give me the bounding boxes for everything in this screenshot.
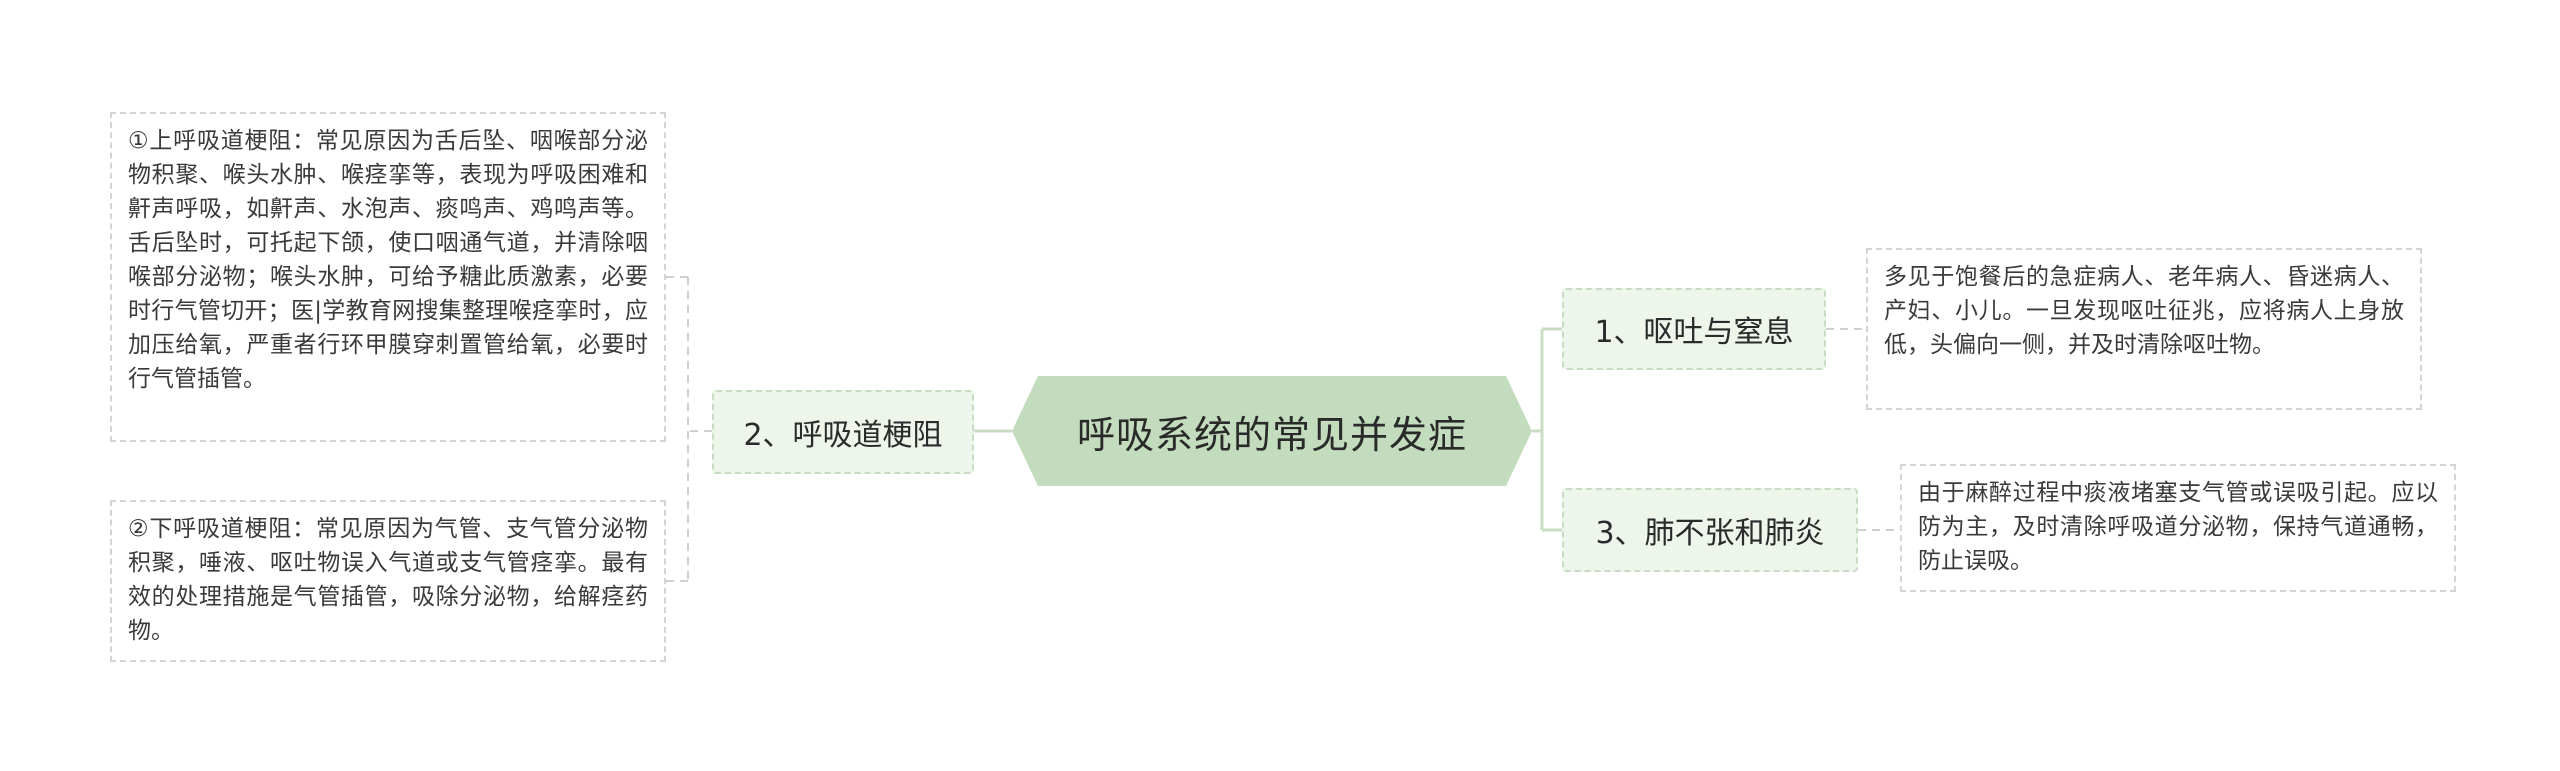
leaf-upper-airway-obstruction[interactable]: ①上呼吸道梗阻：常见原因为舌后坠、咽喉部分泌物积聚、喉头水肿、喉痉挛等，表现为呼… [110,112,666,442]
branch-vomiting-asphyxia[interactable]: 1、呕吐与窒息 [1562,288,1826,370]
leaf-atelectasis-details[interactable]: 由于麻醉过程中痰液堵塞支气管或误吸引起。应以防为主，及时清除呼吸道分泌物，保持气… [1900,464,2456,592]
connector-root-right [1532,327,1562,532]
branch-atelectasis-pneumonia[interactable]: 3、肺不张和肺炎 [1562,488,1858,572]
leaf-vomiting-details[interactable]: 多见于饱餐后的急症病人、老年病人、昏迷病人、产妇、小儿。一旦发现呕吐征兆，应将病… [1866,248,2422,410]
connector-left-leaves [666,276,712,582]
root-node[interactable]: 呼吸系统的常见并发症 [1012,376,1532,486]
branch-airway-obstruction[interactable]: 2、呼吸道梗阻 [712,390,974,474]
leaf-lower-airway-obstruction[interactable]: ②下呼吸道梗阻：常见原因为气管、支气管分泌物积聚，唾液、呕吐物误入气道或支气管痉… [110,500,666,662]
